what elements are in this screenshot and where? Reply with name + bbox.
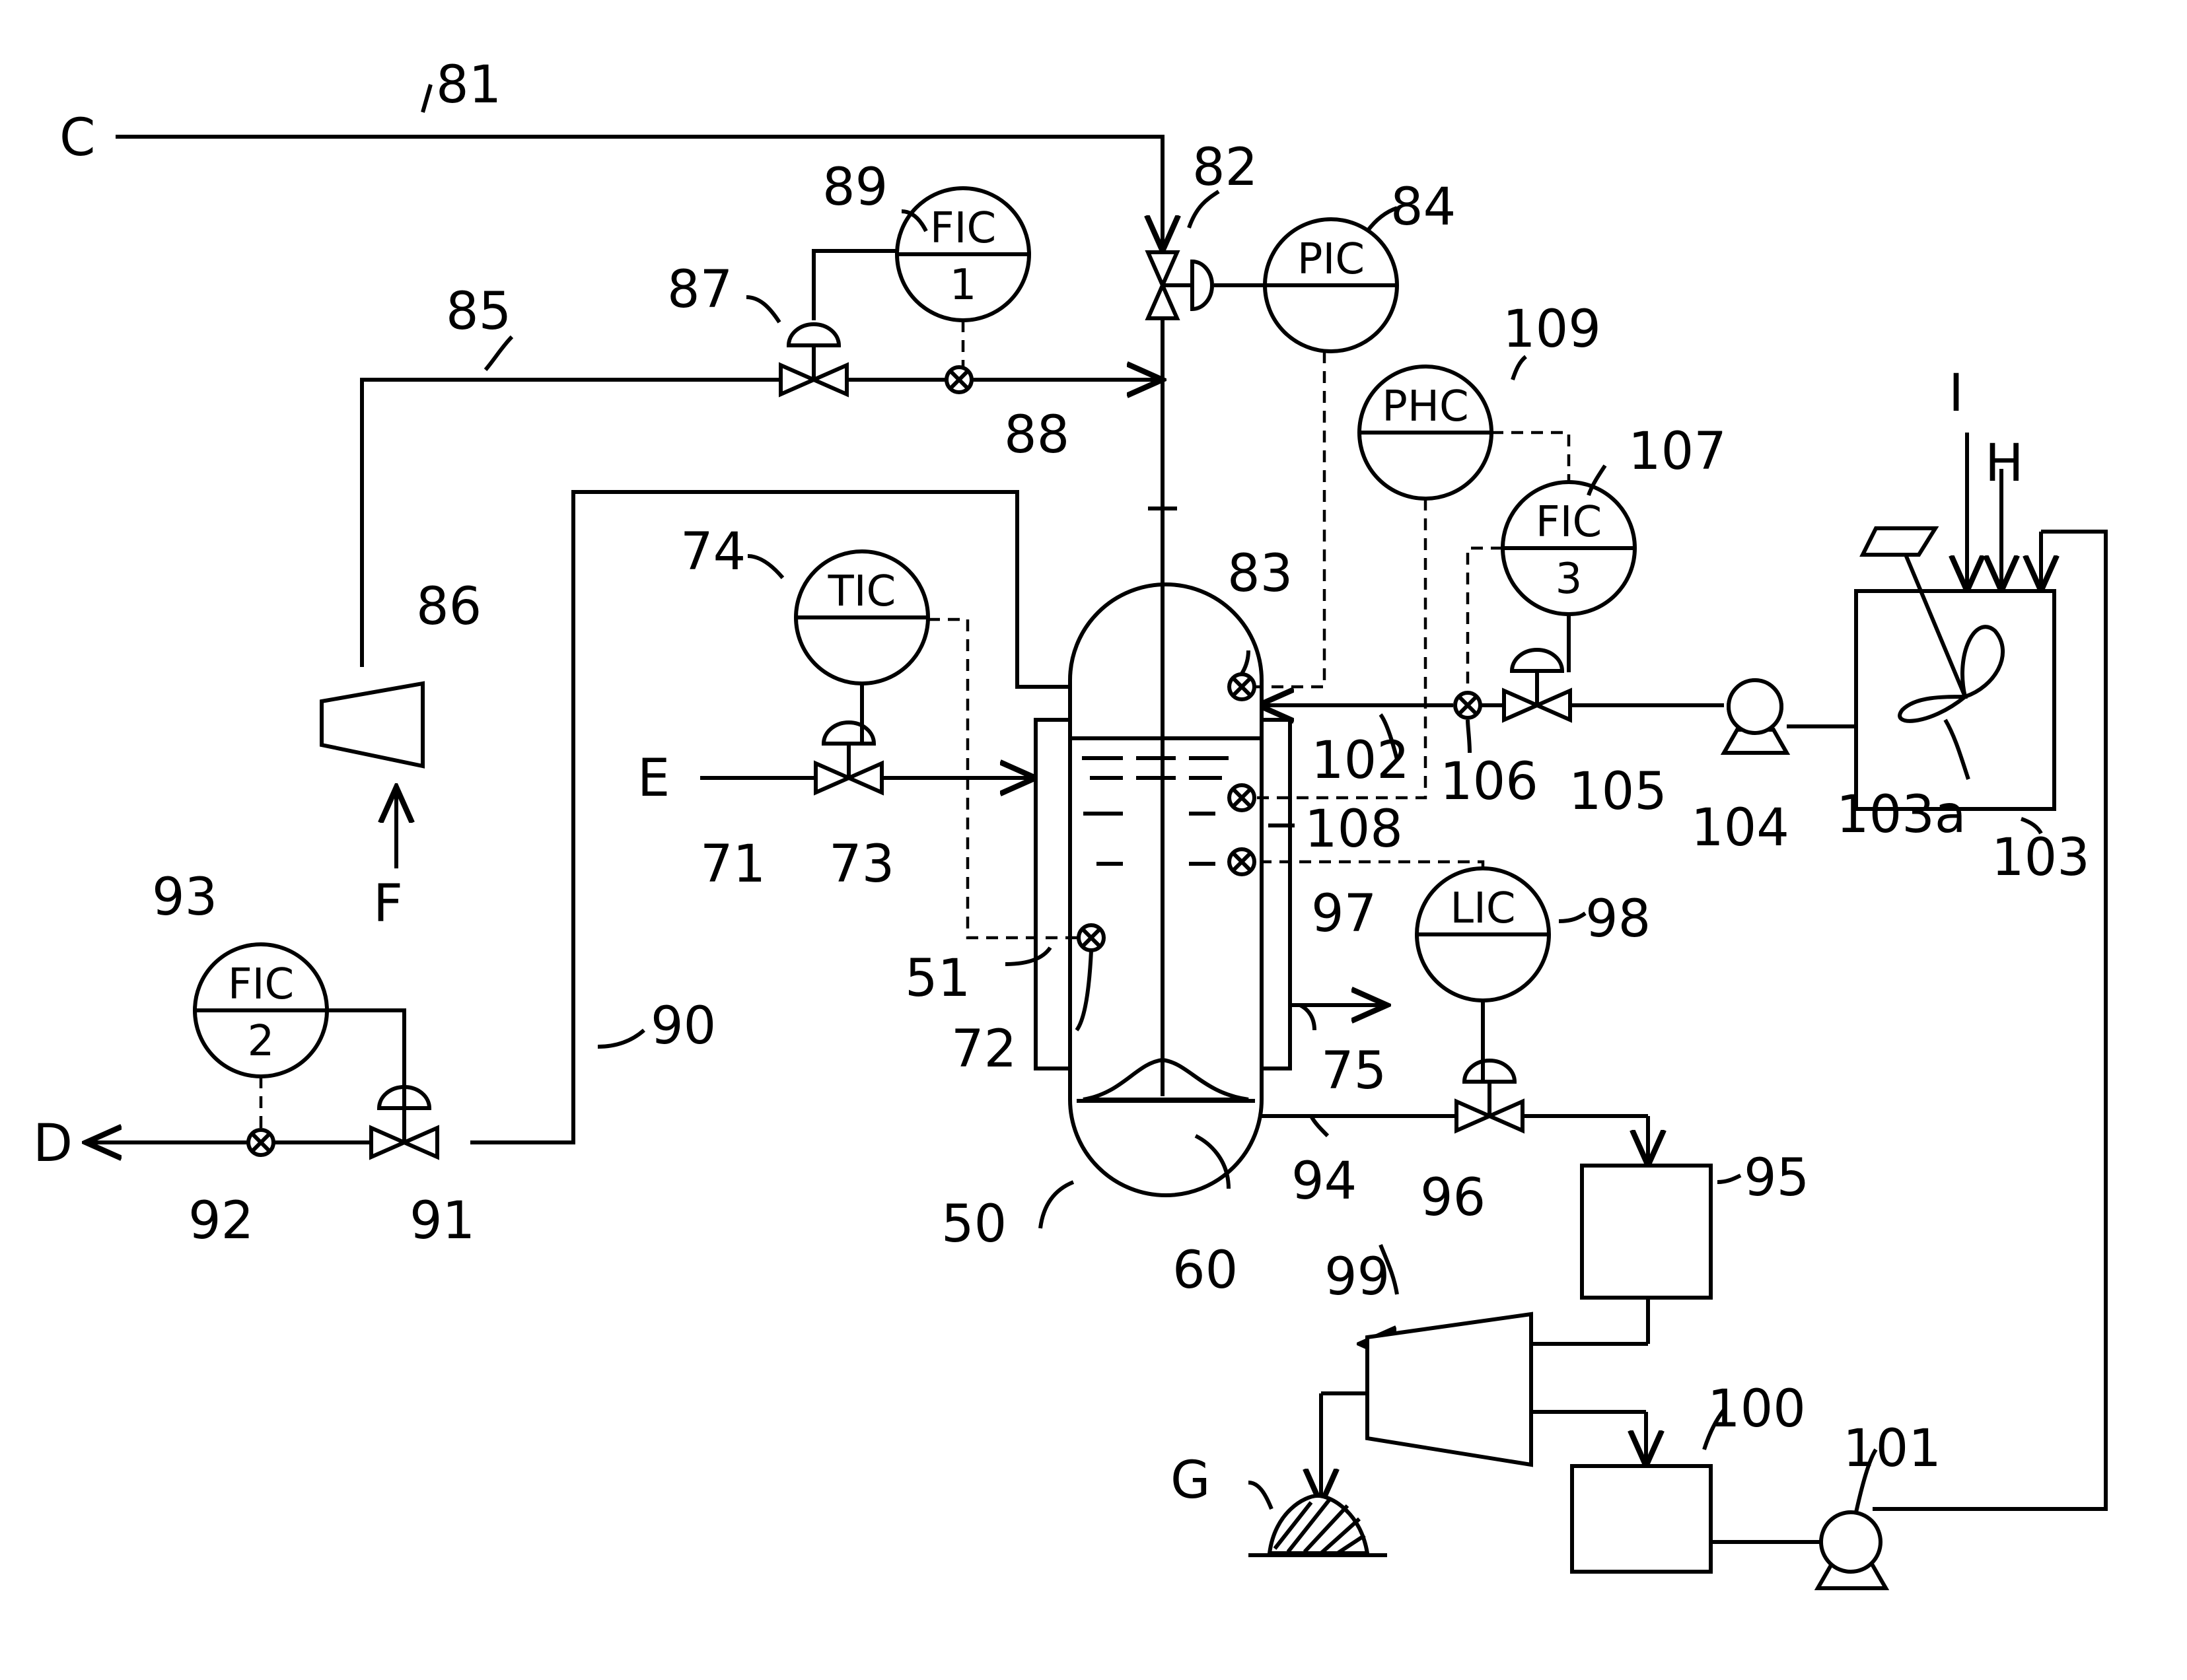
- ref-96: 96: [1420, 1168, 1486, 1228]
- ref-103a: 103a: [1836, 785, 1966, 845]
- ref-71: 71: [700, 835, 766, 894]
- pump-101: [1818, 1512, 1886, 1588]
- ref-92: 92: [188, 1191, 254, 1251]
- ref-95: 95: [1744, 1148, 1809, 1208]
- ref-102: 102: [1311, 731, 1410, 790]
- valve-73: [816, 722, 882, 792]
- ref-108: 108: [1305, 800, 1403, 859]
- stream-I: I: [1949, 364, 1964, 423]
- ref-73: 73: [829, 835, 894, 894]
- stream-C: C: [59, 108, 95, 168]
- ref-99: 99: [1324, 1247, 1390, 1307]
- link-pic-sensor83: [1255, 351, 1324, 687]
- ref-72: 72: [951, 1020, 1017, 1079]
- ref-86: 86: [416, 577, 482, 637]
- ref-103: 103: [1991, 828, 2090, 888]
- ref-84: 84: [1390, 178, 1456, 237]
- fic3-code: FIC: [1536, 498, 1602, 547]
- ref-89: 89: [822, 158, 888, 217]
- instrument-lic: LIC: [1417, 868, 1549, 1000]
- ref-106: 106: [1440, 752, 1538, 812]
- stream-G: G: [1170, 1451, 1210, 1510]
- tic-code: TIC: [828, 567, 896, 616]
- agitator-103a-handle: [1863, 528, 1935, 555]
- fic3-num: 3: [1556, 555, 1583, 604]
- pic-code: PIC: [1297, 235, 1365, 284]
- stream-D: D: [33, 1114, 73, 1173]
- instrument-phc: PHC: [1359, 367, 1491, 499]
- valve-105: [1504, 650, 1570, 720]
- ref-93: 93: [152, 868, 217, 927]
- instrument-fic1: FIC 1: [897, 188, 1029, 320]
- reactor-50: [1036, 584, 1290, 1195]
- sensor-108: [1229, 785, 1254, 810]
- lic-code: LIC: [1450, 884, 1515, 933]
- valve-87: [781, 324, 847, 394]
- link-fic1-valve87: [814, 251, 897, 320]
- instrument-fic2: FIC 2: [195, 944, 327, 1076]
- ref-100: 100: [1707, 1380, 1806, 1439]
- ref-104: 104: [1691, 798, 1789, 858]
- ref-75: 75: [1321, 1041, 1386, 1101]
- ref-90: 90: [651, 997, 716, 1056]
- fic2-code: FIC: [228, 960, 294, 1009]
- ref-105: 105: [1569, 762, 1667, 822]
- phc-code: PHC: [1382, 382, 1468, 431]
- ref-50: 50: [941, 1195, 1007, 1254]
- ref-88: 88: [1004, 405, 1069, 465]
- instrument-tic: TIC: [796, 551, 928, 683]
- instrument-fic3: FIC 3: [1503, 482, 1635, 614]
- ref-60: 60: [1172, 1241, 1238, 1300]
- sensor-88: [947, 367, 972, 392]
- stream-H: H: [1985, 434, 2024, 493]
- ref-98: 98: [1585, 890, 1651, 949]
- sensor-92: [248, 1130, 273, 1155]
- compressor-86: [322, 683, 423, 766]
- vessel-95: [1582, 1166, 1711, 1298]
- valve-96: [1456, 1061, 1523, 1131]
- ref-85: 85: [446, 282, 511, 341]
- stream-E: E: [637, 749, 670, 808]
- ref-107: 107: [1628, 422, 1727, 481]
- sensor-72: [1079, 925, 1104, 950]
- stream-F: F: [373, 874, 403, 934]
- ref-74: 74: [680, 522, 746, 582]
- valve-82: [1148, 252, 1212, 318]
- ref-101: 101: [1843, 1419, 1941, 1479]
- ref-82: 82: [1192, 138, 1258, 197]
- ref-94: 94: [1291, 1152, 1357, 1211]
- instrument-pic: PIC: [1265, 219, 1397, 351]
- sensors: [248, 367, 1480, 1155]
- ref-51: 51: [905, 949, 970, 1008]
- ref-87: 87: [667, 260, 733, 320]
- sensor-83: [1229, 674, 1254, 699]
- sensor-97: [1229, 849, 1254, 874]
- pump-104: [1724, 680, 1787, 753]
- link-phc-fic3: [1491, 433, 1569, 482]
- ref-97: 97: [1311, 884, 1377, 944]
- fic1-code: FIC: [930, 204, 996, 253]
- link-fic3-sensor106: [1468, 548, 1503, 693]
- ref-109: 109: [1503, 300, 1601, 359]
- sensor-106: [1455, 693, 1480, 718]
- vessel-100: [1572, 1466, 1711, 1572]
- fic2-num: 2: [248, 1017, 275, 1066]
- ref-91: 91: [410, 1191, 475, 1251]
- ref-81: 81: [436, 55, 501, 115]
- ref-83: 83: [1227, 544, 1293, 604]
- fic1-num: 1: [950, 261, 977, 310]
- compressor-99: [1367, 1314, 1531, 1465]
